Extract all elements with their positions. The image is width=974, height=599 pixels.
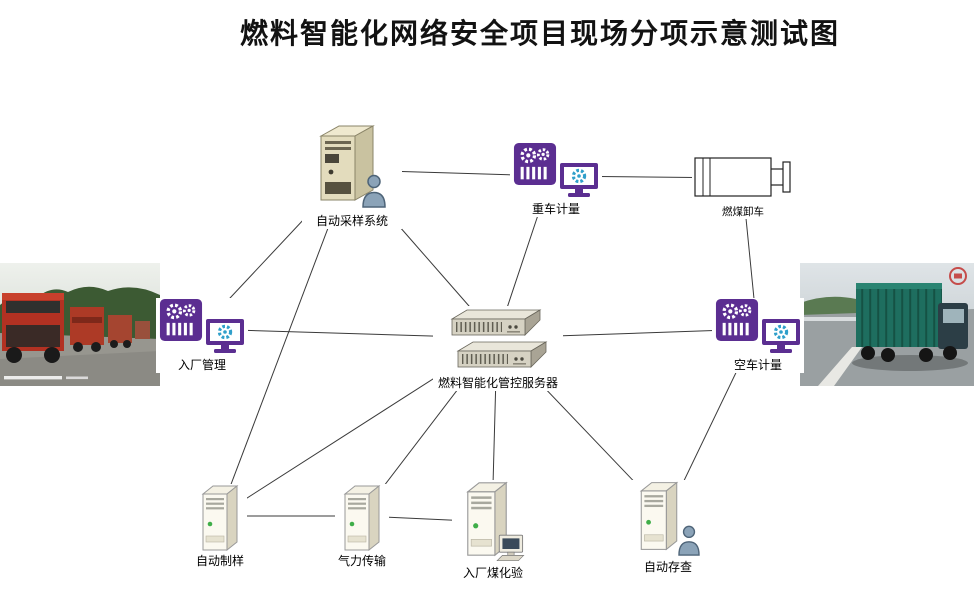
rack-server-stack-icon [440,306,556,374]
gate-terminal-icons [159,298,245,356]
tower-with-desktop-icons [453,480,533,564]
green-truck-highway-image [800,263,974,386]
diagram-title: 燃料智能化网络安全项目现场分项示意测试图 [239,18,840,49]
unloader-schematic [693,152,793,204]
node-empty-truck-weighing: 空车计量 [712,298,804,373]
node-label: 自动存查 [643,560,692,574]
node-label: 入厂煤化验 [462,566,523,580]
photo-green-truck-highway [800,263,974,391]
node-entry-management: 入厂管理 [156,298,248,373]
node-label: 燃煤卸车 [722,206,764,218]
machine-gears-icon [159,298,203,342]
person-icon [677,525,701,556]
node-coal-unloading: 燃煤卸车 [692,152,794,220]
desktop-computer-icon [495,534,529,564]
rack-servers-icon [451,309,547,368]
tower-server-icon [635,480,683,552]
server-tower-with-user-icon [313,124,391,212]
coal-truck-queue-image [0,263,160,386]
monitor-gear-icon [559,162,599,198]
node-entry-coal-assay: 入厂煤化验 [452,480,534,581]
weighbridge-terminal-icons [715,298,801,356]
node-label: 重车计量 [531,202,580,216]
node-auto-sampling: 自动采样系统 [302,124,402,229]
tower-server-icon [339,484,385,552]
node-label: 气力传输 [337,554,386,568]
weighbridge-terminal-icons [513,142,599,200]
node-pneumatic-transmission: 气力传输 [335,484,389,569]
photo-caption-marks [4,376,88,380]
cylinder-schematic-icon [693,152,793,204]
tower-server-icon [197,484,243,552]
node-label: 自动采样系统 [315,214,388,228]
node-auto-archive: 自动存查 [632,480,704,575]
machine-gears-icon [715,298,759,342]
monitor-gear-icon [761,318,801,354]
node-label: 燃料智能化管控服务器 [437,376,558,390]
tower-server-icon-wrap [339,484,385,552]
node-label: 入厂管理 [177,358,226,372]
node-label: 自动制样 [195,554,244,568]
node-central-server: 燃料智能化管控服务器 [433,306,563,391]
node-auto-sample-prep: 自动制样 [193,484,247,569]
node-label: 空车计量 [733,358,782,372]
tower-server-icon-wrap [197,484,243,552]
photo-watermark-badge [949,267,967,285]
tower-with-user-icons [633,480,703,558]
machine-gears-icon [513,142,557,186]
person-icon [361,174,387,208]
monitor-gear-icon [205,318,245,354]
photo-coal-truck-queue [0,263,160,391]
node-heavy-truck-weighing: 重车计量 [510,142,602,217]
